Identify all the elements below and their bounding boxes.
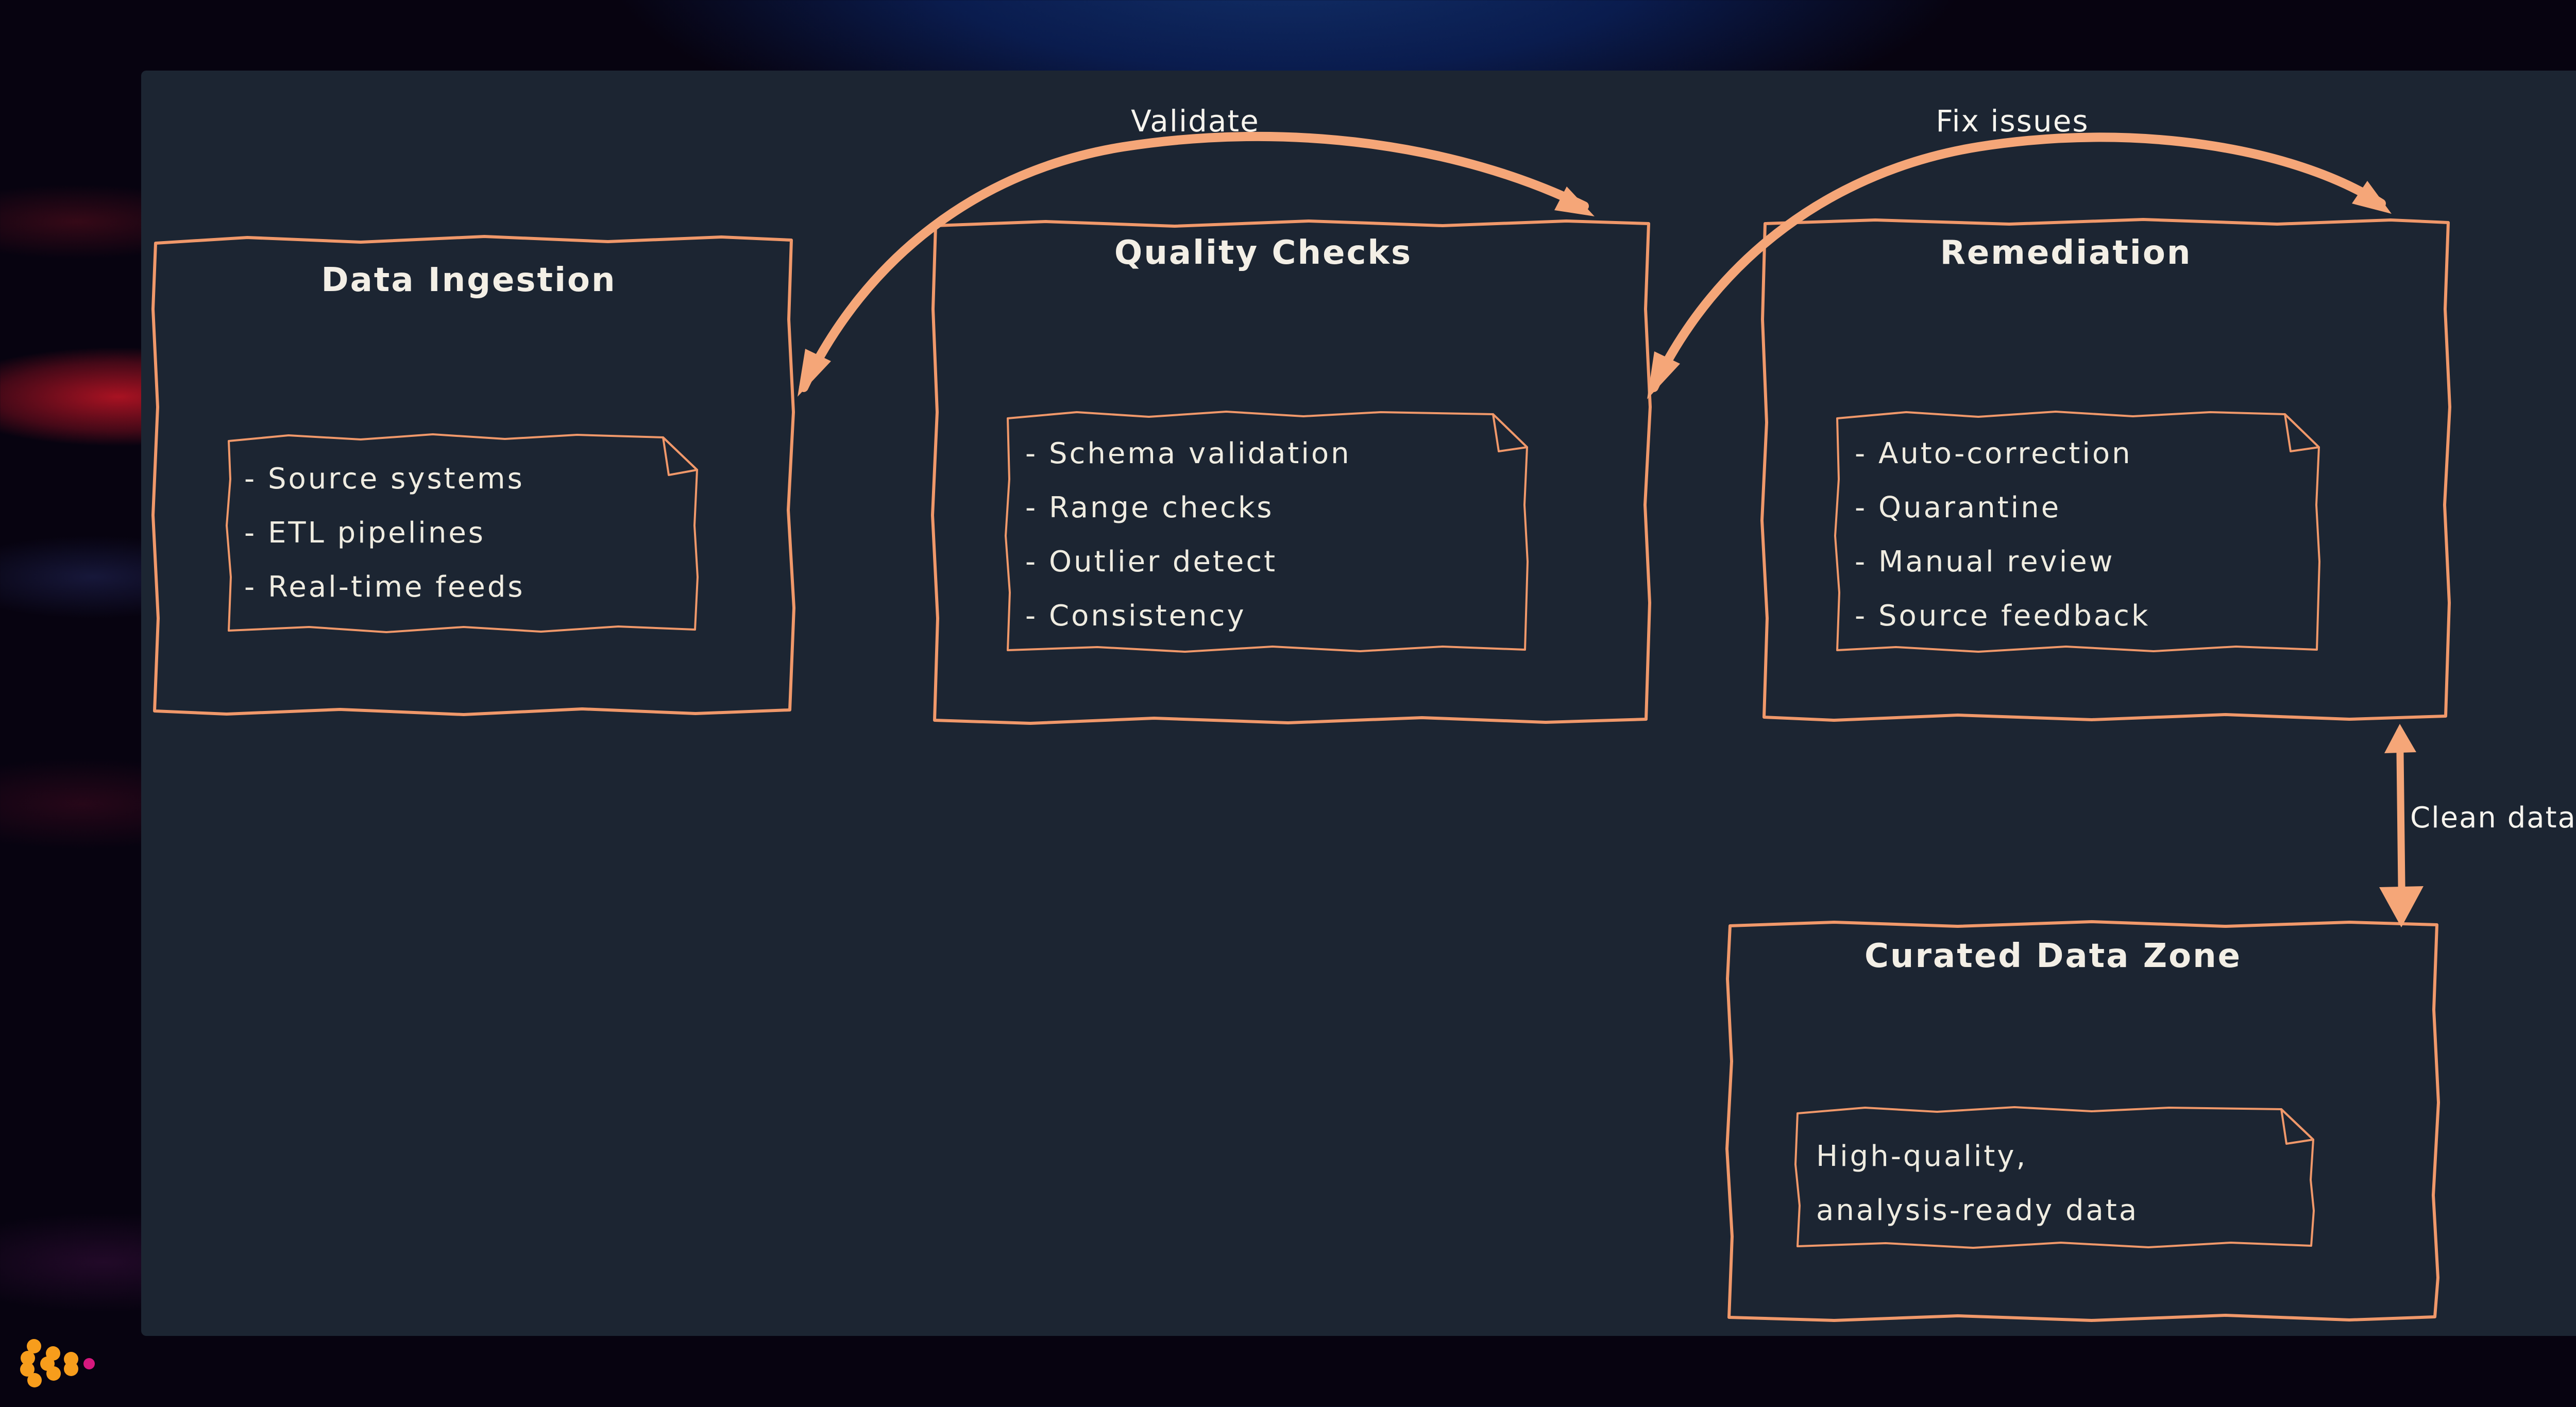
curated-note-outline	[1794, 1106, 2315, 1249]
quality-checks-title: Quality Checks	[1114, 234, 1413, 272]
data-ingestion-note-fold-icon	[662, 436, 698, 476]
logo-dot-icon	[64, 1362, 78, 1376]
remediation-note-items: - Auto-correction - Quarantine - Manual …	[1855, 427, 2150, 643]
note-item: High-quality,	[1816, 1140, 2028, 1173]
note-item: - Quarantine	[1855, 491, 2061, 524]
note-item: - Source systems	[244, 462, 524, 496]
data-ingestion-box-outline	[151, 235, 795, 716]
validate-arrow	[798, 131, 1595, 397]
curated-data-zone-box-outline	[1725, 920, 2440, 1322]
fix-issues-arrow-label: Fix issues	[1936, 104, 2089, 139]
quality-checks-note-fold-icon	[1492, 413, 1528, 452]
clean-data-arrow-end-head-icon	[2379, 886, 2424, 927]
validate-arrow-end-head-icon	[1554, 187, 1595, 216]
fix-issues-arrow	[1647, 132, 2392, 399]
quality-checks-note-outline	[1005, 411, 1529, 653]
logo-dot-icon	[27, 1373, 42, 1387]
fix-issues-arrow-end-head-icon	[2352, 181, 2392, 214]
remediation-title: Remediation	[1940, 234, 2192, 272]
fix-issues-arrow-start-head-icon	[1647, 351, 1680, 399]
curated-note-lines: High-quality, analysis-ready data	[1816, 1129, 2139, 1238]
note-item: - Real-time feeds	[244, 570, 525, 604]
note-item: - ETL pipelines	[244, 516, 485, 550]
data-ingestion-title: Data Ingestion	[321, 261, 617, 299]
curated-data-zone-title: Curated Data Zone	[1864, 937, 2242, 975]
note-item: - Outlier detect	[1025, 545, 1278, 579]
clean-data-arrow	[2379, 724, 2424, 927]
validate-arrow-start-head-icon	[798, 349, 831, 397]
clean-data-arrow-label: Clean data	[2410, 801, 2576, 835]
note-item: - Source feedback	[1855, 599, 2150, 633]
remediation-note-outline	[1834, 411, 2320, 653]
note-item: - Range checks	[1025, 491, 1274, 524]
note-item: - Auto-correction	[1855, 437, 2132, 470]
data-ingestion-note-outline	[226, 433, 699, 633]
note-item: analysis-ready data	[1816, 1194, 2139, 1227]
note-item: - Consistency	[1025, 599, 1246, 633]
remediation-box-outline	[1760, 218, 2451, 722]
note-item: - Manual review	[1855, 545, 2115, 579]
diagram-panel	[141, 71, 2576, 1336]
quality-checks-note-items: - Schema validation - Range checks - Out…	[1025, 427, 1351, 643]
remediation-note-fold-icon	[2284, 413, 2320, 452]
logo-dot-pink-icon	[83, 1358, 95, 1369]
logo-dot-icon	[46, 1366, 61, 1381]
data-ingestion-note-items: - Source systems - ETL pipelines - Real-…	[244, 452, 525, 614]
curated-note-fold-icon	[2280, 1108, 2314, 1145]
clean-data-arrow-start-head-icon	[2384, 724, 2416, 753]
validate-arrow-label: Validate	[1131, 104, 1260, 139]
note-item: - Schema validation	[1025, 437, 1351, 470]
quality-checks-box-outline	[931, 219, 1652, 725]
